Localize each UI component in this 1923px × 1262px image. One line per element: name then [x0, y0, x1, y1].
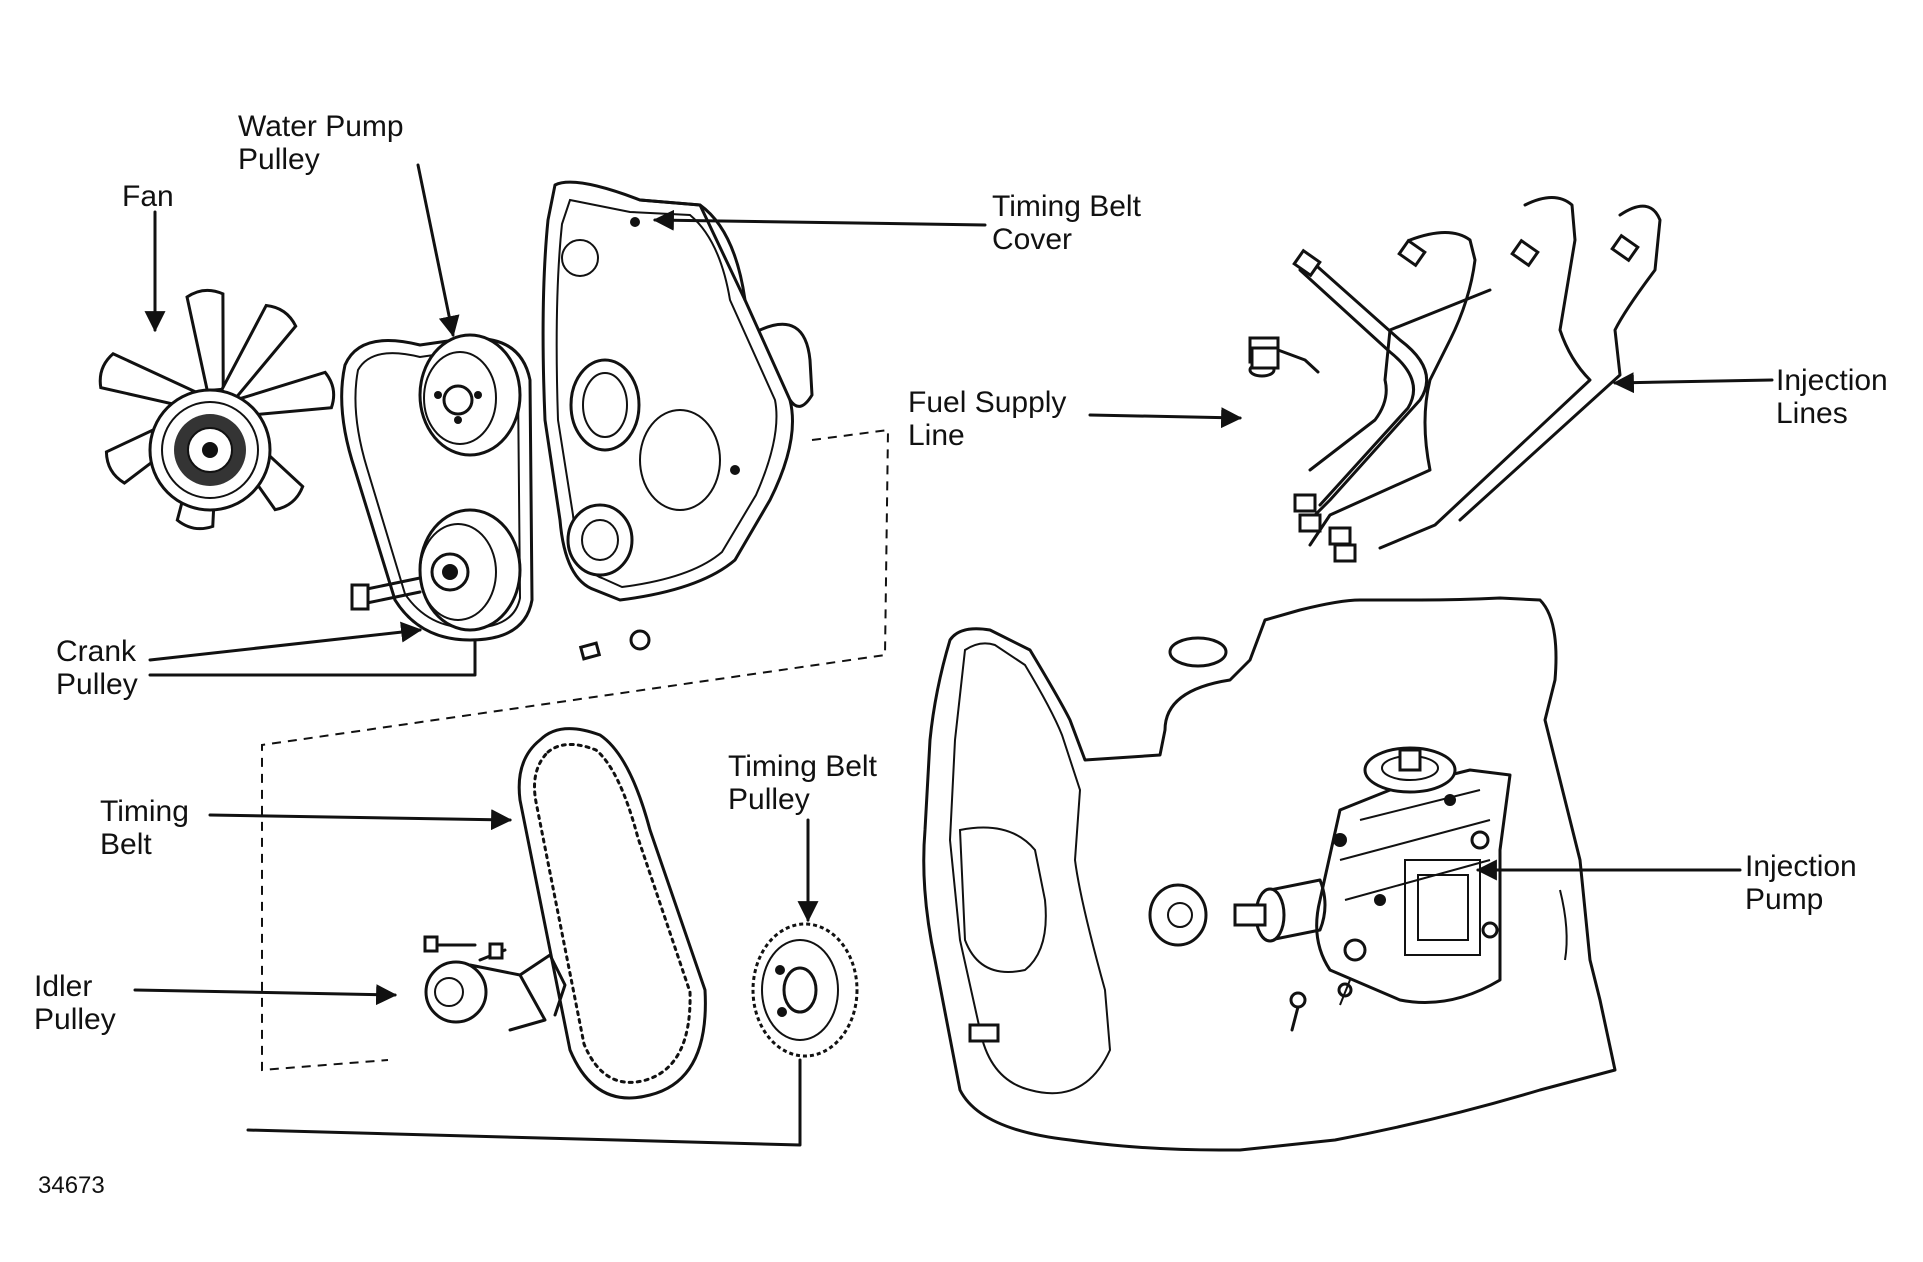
label-timing-belt-cover: Timing Belt Cover — [992, 190, 1141, 256]
label-idler-pulley-line2: Pulley — [34, 1003, 116, 1036]
label-crank-pulley: Crank Pulley — [56, 635, 138, 701]
leader-lines — [133, 163, 1774, 1147]
label-timing-belt-cover-line2: Cover — [992, 223, 1073, 256]
label-crank-pulley-line1: Crank — [56, 635, 137, 668]
label-water-pump-pulley: Water Pump Pulley — [238, 110, 404, 176]
timing-belt-pulley-drawing — [751, 922, 859, 1058]
label-timing-belt-pulley-line1: Timing Belt — [728, 750, 877, 783]
label-idler-pulley-line1: Idler — [34, 970, 93, 1003]
label-injection-lines: Injection Lines — [1776, 364, 1888, 430]
label-crank-pulley-line2: Pulley — [56, 668, 138, 701]
label-fuel-supply-line-line2: Line — [908, 419, 965, 452]
timing-belt-drawing — [517, 727, 707, 1100]
timing-belt-cover-drawing — [541, 180, 814, 661]
idler-pulley-drawing — [423, 935, 567, 1032]
water-pump-pulley-drawing — [340, 333, 534, 642]
crank-pulley-drawing — [350, 508, 522, 632]
label-injection-pump: Injection Pump — [1745, 850, 1857, 916]
label-timing-belt-pulley-line2: Pulley — [728, 783, 810, 816]
label-fan-line1: Fan — [122, 180, 174, 213]
label-injection-pump-line1: Injection — [1745, 850, 1857, 883]
label-timing-belt-line2: Belt — [100, 828, 152, 861]
figure-number: 34673 — [38, 1172, 105, 1199]
label-fan: Fan — [122, 180, 174, 213]
fan-drawing — [98, 288, 336, 531]
label-water-pump-pulley-line1: Water Pump — [238, 110, 404, 143]
label-fuel-supply-line: Fuel Supply Line — [908, 386, 1066, 452]
label-idler-pulley: Idler Pulley — [34, 970, 116, 1036]
engine-block-drawing — [922, 596, 1617, 1152]
label-injection-lines-line2: Lines — [1776, 397, 1848, 430]
label-timing-belt-pulley: Timing Belt Pulley — [728, 750, 877, 816]
label-timing-belt-cover-line1: Timing Belt — [992, 190, 1141, 223]
injection-pump-drawing — [1233, 746, 1512, 1032]
injection-lines-drawing — [1248, 196, 1662, 563]
label-fuel-supply-line-line1: Fuel Supply — [908, 386, 1067, 419]
fuel-fitting — [1248, 336, 1320, 378]
label-timing-belt-line1: Timing — [100, 795, 189, 828]
assembly-dashed-line — [261, 428, 890, 1072]
label-injection-lines-line1: Injection — [1776, 364, 1888, 397]
label-water-pump-pulley-line2: Pulley — [238, 143, 320, 176]
label-injection-pump-line2: Pump — [1745, 883, 1824, 916]
cover-bolt-pair — [578, 629, 651, 661]
label-timing-belt: Timing Belt — [100, 795, 189, 861]
